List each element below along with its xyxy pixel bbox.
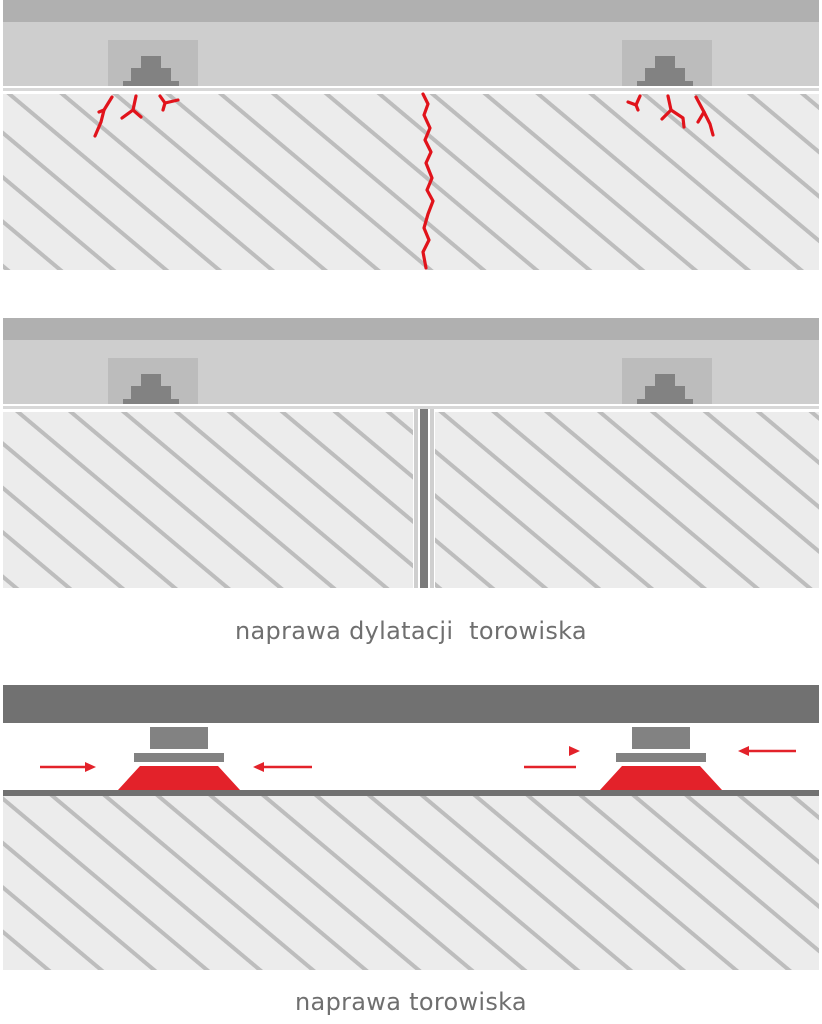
slab-surface-line	[3, 790, 819, 796]
arrow-line-icon	[253, 762, 312, 772]
arrow-line-icon	[524, 746, 580, 769]
concrete-slab-left	[3, 412, 413, 588]
panel-expansion-joint-repair	[3, 318, 819, 588]
caption-track-repair: naprawa torowiska	[295, 988, 527, 1016]
panel-track-repair	[3, 685, 819, 970]
concrete-slab	[3, 94, 819, 270]
rail-fastener-icon	[123, 374, 179, 406]
concrete-slab	[3, 796, 819, 970]
rail-fastener-icon	[123, 56, 179, 88]
rail-dark	[3, 685, 819, 723]
panel-damaged-track	[3, 0, 819, 270]
rail-fastener-icon	[118, 727, 240, 790]
elastic-pad-red	[118, 766, 240, 790]
caption-expansion-joint-repair: naprawa dylatacji torowiska	[235, 617, 587, 645]
rail-top-strip	[3, 318, 819, 340]
arrow-line-icon	[40, 762, 96, 772]
elastic-pad-red	[600, 766, 722, 790]
rail-fastener-icon	[637, 374, 693, 406]
concrete-slab-right	[435, 412, 819, 588]
rail-fastener-icon	[600, 727, 722, 790]
crack-line-icon	[93, 92, 715, 270]
rail-fastener-icon	[637, 56, 693, 88]
joint-filler	[420, 409, 428, 588]
rail-top-strip	[3, 0, 819, 22]
arrow-line-icon	[738, 746, 796, 756]
